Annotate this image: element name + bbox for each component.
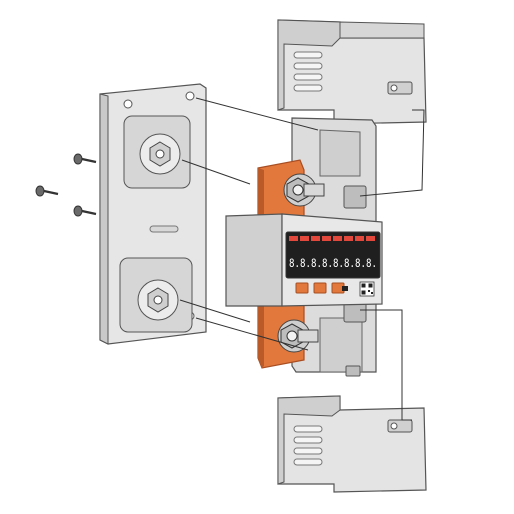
keypad-button-face[interactable]	[295, 282, 309, 294]
status-indicator	[366, 236, 375, 241]
upper-terminal-bolt	[283, 173, 325, 207]
rear-mounting-base	[99, 83, 207, 345]
leader-line	[360, 309, 412, 421]
leader-line	[359, 109, 425, 197]
display-module: 8.8.8.8.8.8.8.8.	[225, 213, 383, 307]
base-center-slot	[149, 225, 179, 233]
assembly-leader-lines	[179, 97, 425, 421]
connector-bracket	[343, 185, 367, 377]
mounting-screws	[35, 153, 97, 217]
leader-line	[195, 317, 309, 351]
screw-icon	[73, 153, 97, 165]
status-indicator-row	[289, 236, 375, 241]
screw-icon	[35, 185, 59, 197]
status-indicator	[333, 236, 342, 241]
lower-bolt-housing	[119, 257, 193, 333]
status-indicator	[344, 236, 353, 241]
screw-icon	[73, 205, 97, 217]
lcd-screen	[285, 231, 381, 279]
top-cover-vent-slots	[293, 51, 323, 92]
qr-code-icon	[359, 281, 375, 297]
status-indicator	[355, 236, 364, 241]
keypad-button-face[interactable]	[313, 282, 327, 294]
status-indicator	[300, 236, 309, 241]
lcd-digits: 8.8.8.8.8.8.8.8.	[289, 256, 377, 270]
status-indicator	[311, 236, 320, 241]
keypad-button[interactable]	[313, 282, 327, 294]
lower-terminal-bolt	[277, 319, 319, 353]
keypad	[295, 282, 345, 294]
leader-line	[195, 97, 319, 131]
bottom-cover-latch	[387, 419, 413, 433]
keypad-button[interactable]	[295, 282, 309, 294]
upper-bolt-housing	[123, 115, 191, 189]
status-led	[342, 286, 348, 291]
status-indicator	[322, 236, 331, 241]
bottom-terminal-cover	[277, 395, 427, 493]
leader-line	[181, 159, 251, 185]
bottom-cover-vent-slots	[293, 425, 323, 466]
status-indicator	[289, 236, 298, 241]
top-terminal-cover	[277, 19, 427, 125]
top-cover-latch	[387, 81, 413, 95]
leader-line	[179, 299, 251, 323]
